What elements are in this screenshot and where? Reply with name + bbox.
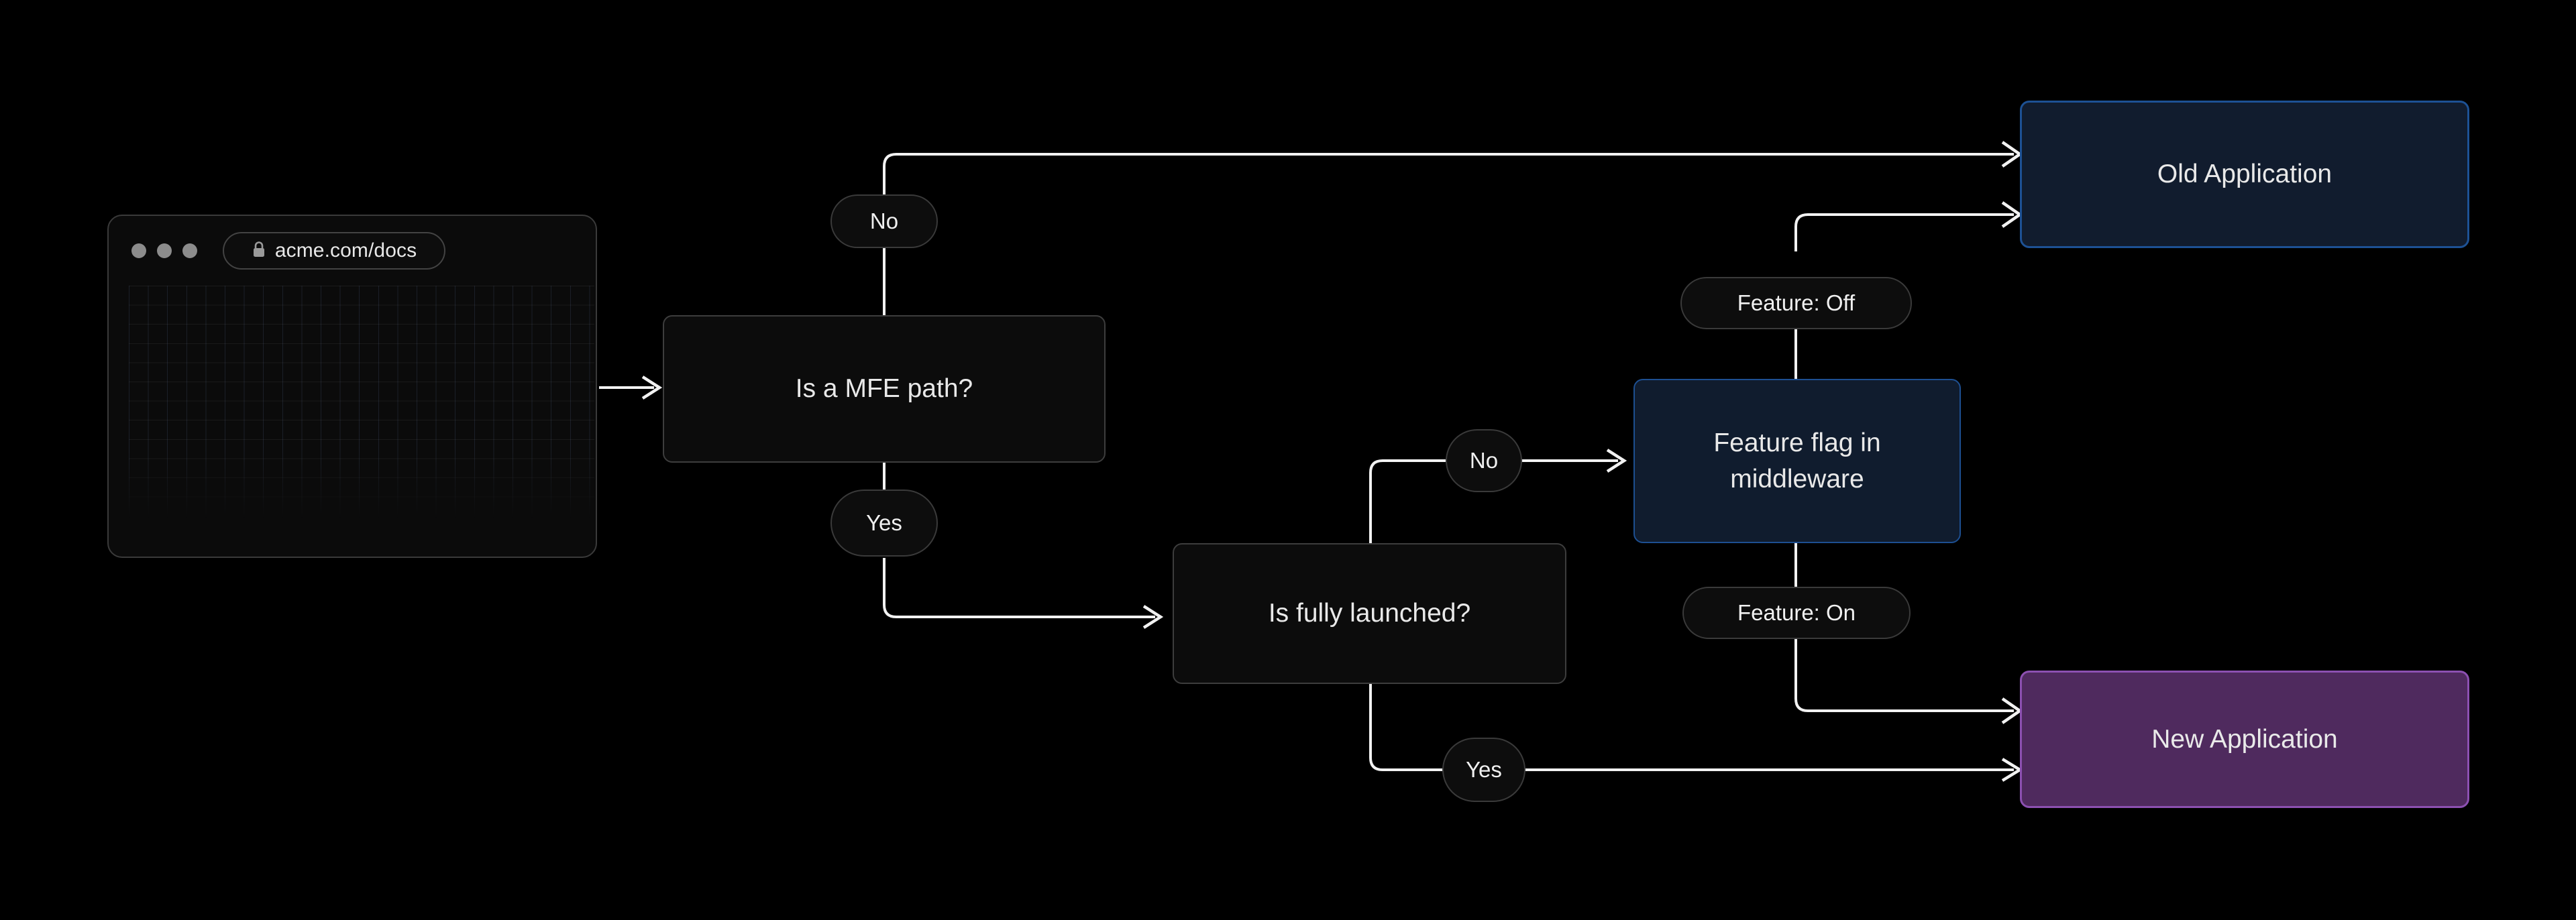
- close-dot-icon[interactable]: [131, 243, 146, 258]
- arrowhead-launched-no-to-flag: [1606, 449, 1627, 473]
- address-bar[interactable]: acme.com/docs: [223, 232, 445, 270]
- edge-label-launched-no-text: No: [1469, 448, 1499, 473]
- url-text: acme.com/docs: [274, 239, 417, 262]
- node-old-application-label: Old Application: [2157, 160, 2332, 189]
- node-feature-flag-middleware[interactable]: Feature flag in middleware: [1633, 379, 1961, 543]
- node-is-mfe-path[interactable]: Is a MFE path?: [663, 315, 1106, 463]
- edge-label-mfe-no-text: No: [869, 209, 899, 233]
- node-old-application[interactable]: Old Application: [2020, 101, 2469, 248]
- edge-label-launched-no: No: [1446, 429, 1522, 492]
- edge-flag-off-to-oldapp: [1794, 213, 2014, 251]
- edge-label-feature-off: Feature: Off: [1680, 277, 1912, 329]
- arrowhead-launched-yes-to-newapp: [2001, 758, 2023, 782]
- node-is-fully-launched-label: Is fully launched?: [1268, 599, 1471, 628]
- edge-label-feature-on: Feature: On: [1682, 587, 1911, 639]
- arrowhead-flag-on-to-newapp: [2001, 697, 2023, 724]
- edge-label-mfe-no: No: [830, 194, 938, 248]
- edge-label-launched-yes: Yes: [1442, 738, 1525, 802]
- minimize-dot-icon[interactable]: [157, 243, 172, 258]
- node-is-fully-launched[interactable]: Is fully launched?: [1173, 543, 1566, 684]
- arrowhead-flag-off-to-oldapp: [2001, 201, 2023, 228]
- lock-icon: [252, 241, 266, 262]
- edge-launched-no-stub: [1369, 459, 1446, 543]
- edge-label-feature-off-text: Feature: Off: [1737, 290, 1856, 315]
- edge-label-mfe-yes-text: Yes: [866, 510, 902, 535]
- arrowhead-mfe-yes-to-launched: [1142, 605, 1164, 629]
- edge-mfe-yes-to-launched: [883, 558, 1155, 618]
- node-is-mfe-path-label: Is a MFE path?: [795, 374, 973, 404]
- arrowhead-mfe-no-to-oldapp: [2001, 141, 2023, 168]
- edge-mfe-no-to-oldapp: [883, 153, 2014, 194]
- edge-label-feature-on-text: Feature: On: [1737, 600, 1856, 625]
- edge-flag-on-to-newapp: [1794, 638, 2014, 712]
- node-new-application[interactable]: New Application: [2020, 671, 2469, 808]
- browser-chrome: acme.com/docs: [109, 216, 596, 286]
- maximize-dot-icon[interactable]: [182, 243, 197, 258]
- traffic-light-dots: [131, 243, 197, 258]
- browser-viewport-grid: [129, 286, 594, 557]
- edge-launched-yes-stub: [1369, 684, 1446, 771]
- arrowhead-browser-to-mfe: [641, 376, 663, 400]
- edge-label-mfe-yes: Yes: [830, 490, 938, 557]
- node-new-application-label: New Application: [2151, 724, 2338, 754]
- edge-label-launched-yes-text: Yes: [1466, 757, 1502, 782]
- node-feature-flag-middleware-label: Feature flag in middleware: [1713, 428, 1881, 494]
- browser-window-mock: acme.com/docs: [107, 215, 597, 558]
